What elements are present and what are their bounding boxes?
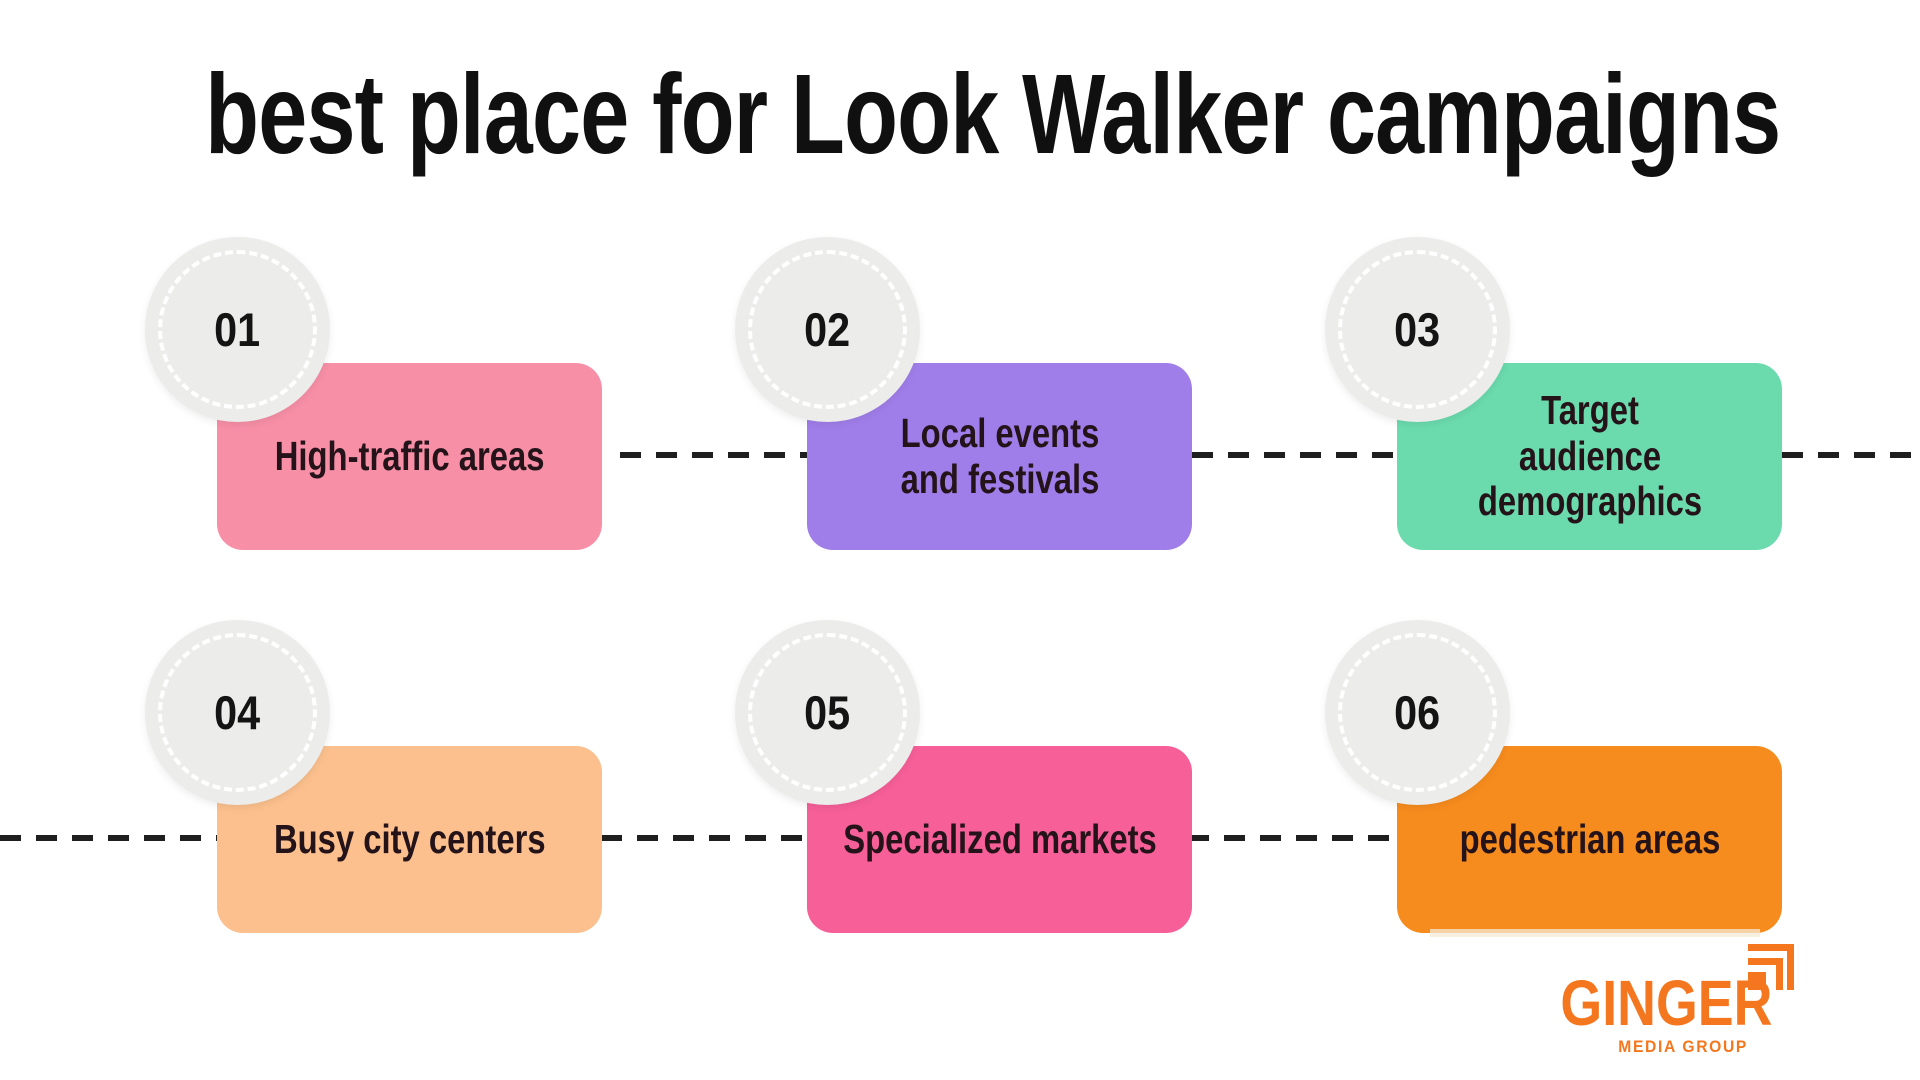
step-card-label: Target audience demographics: [1477, 386, 1702, 525]
page-title-text: best place for Look Walker campaigns: [205, 51, 1781, 177]
step-card-label: High-traffic areas: [274, 432, 545, 479]
step-card-label: Busy city centers: [273, 815, 546, 862]
step-number-circle-06: 06: [1325, 620, 1510, 805]
step-card-label: Specialized markets: [842, 815, 1157, 862]
step-card-target-audience-demographics: Target audience demographics: [1397, 363, 1782, 550]
step-card-label: Local events and festivals: [900, 409, 1099, 502]
brand-logo: GINGER MEDIA GROUP: [1520, 944, 1772, 1057]
step-number: 05: [804, 686, 851, 739]
step-number: 02: [804, 303, 851, 356]
step-card-high-traffic-areas: High-traffic areas: [217, 363, 602, 550]
brand-logo-icon: [1748, 944, 1794, 990]
brand-logo-subtitle: MEDIA GROUP: [1618, 1037, 1748, 1056]
connector-dash-row2-seg2: [601, 835, 807, 841]
connector-dash-row1-seg3: [1782, 452, 1920, 458]
step-number-circle-05: 05: [735, 620, 920, 805]
step-number-circle-02: 02: [735, 237, 920, 422]
step-number: 04: [214, 686, 261, 739]
divider: [1430, 929, 1760, 937]
step-number-circle-03: 03: [1325, 237, 1510, 422]
page-title: best place for Look Walker campaigns: [0, 58, 1903, 171]
step-number: 03: [1394, 303, 1441, 356]
connector-dash-row2-seg1: [0, 835, 217, 841]
connector-dash-row2-seg3: [1188, 835, 1395, 841]
step-number: 01: [214, 303, 261, 356]
connector-dash-row1-seg2: [1192, 452, 1397, 458]
step-number-circle-04: 04: [145, 620, 330, 805]
step-card-label: pedestrian areas: [1459, 815, 1720, 862]
step-number: 06: [1394, 686, 1441, 739]
connector-dash-row1-seg1: [620, 452, 807, 458]
step-number-circle-01: 01: [145, 237, 330, 422]
brand-logo-name: GINGER: [1560, 967, 1773, 1039]
